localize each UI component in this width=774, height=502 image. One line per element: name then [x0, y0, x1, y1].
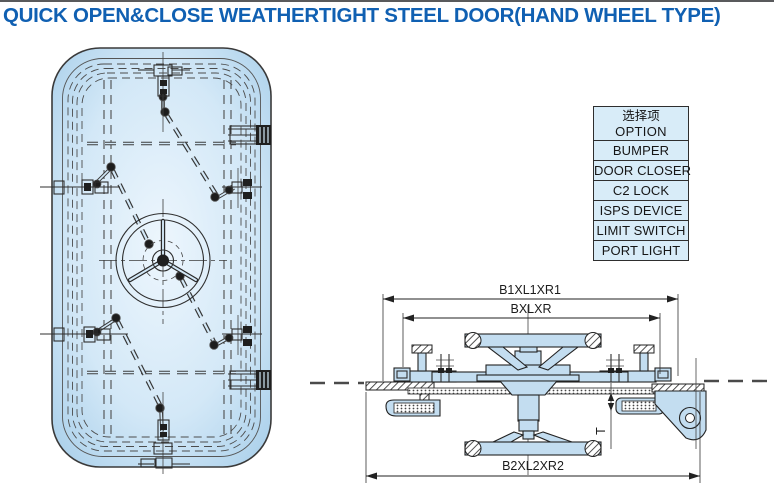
dimension-b: BXLXR: [402, 302, 661, 374]
door-front-view: [40, 47, 272, 474]
dim-label-b2: B2XL2XR2: [502, 459, 564, 473]
dim-label-b1: B1XL1XR1: [499, 283, 561, 297]
handwheel-front: [99, 199, 227, 324]
dog-bottom-center: [138, 392, 190, 474]
dimension-b2: B2XL2XR2: [365, 392, 701, 483]
keeper-right-lower: [222, 315, 262, 355]
dog-left-lower: [40, 326, 128, 343]
cross-section-view: B1XL1XR1 BXLXR B2XL2XR2: [310, 283, 773, 483]
clamp-bolts-right: [606, 344, 672, 382]
option-row-limit-switch: LIMIT SWITCH: [594, 221, 688, 241]
keeper-right-upper: [222, 168, 262, 208]
dog-top-center: [138, 52, 190, 132]
dim-label-t: T: [594, 427, 608, 435]
option-row-bumper: BUMPER: [594, 141, 688, 161]
dimension-b1: B1XL1XR1: [382, 283, 679, 381]
options-table-header: 选择项 OPTION: [594, 107, 688, 141]
options-header-chinese: 选择项: [622, 109, 660, 123]
center-gear-assembly: [476, 335, 580, 440]
options-table: 选择项 OPTION BUMPER DOOR CLOSER C2 LOCK IS…: [593, 106, 691, 261]
option-row-door-closer: DOOR CLOSER: [594, 161, 691, 181]
dim-label-b: BXLXR: [511, 302, 552, 316]
frame-section-left: [365, 381, 441, 417]
hinge-top: [228, 125, 271, 145]
bulkhead-dashed-line: [310, 379, 773, 385]
handwheel-section-bottom: [464, 431, 602, 457]
stiffener-dashed-lines: [87, 80, 236, 436]
option-row-c2-lock: C2 LOCK: [594, 181, 688, 201]
clamp-bolts-left: [393, 344, 454, 382]
dimension-thickness: T: [594, 383, 615, 449]
option-row-isps-device: ISPS DEVICE: [594, 201, 688, 221]
dog-left-upper: [40, 179, 120, 195]
hinge-bottom: [228, 370, 271, 390]
page-title: QUICK OPEN&CLOSE WEATHERTIGHT STEEL DOOR…: [3, 4, 721, 27]
hinge-section: [654, 358, 707, 449]
option-row-port-light: PORT LIGHT: [601, 243, 681, 258]
options-header-english: OPTION: [615, 124, 667, 139]
handwheel-section-top: [464, 332, 602, 371]
